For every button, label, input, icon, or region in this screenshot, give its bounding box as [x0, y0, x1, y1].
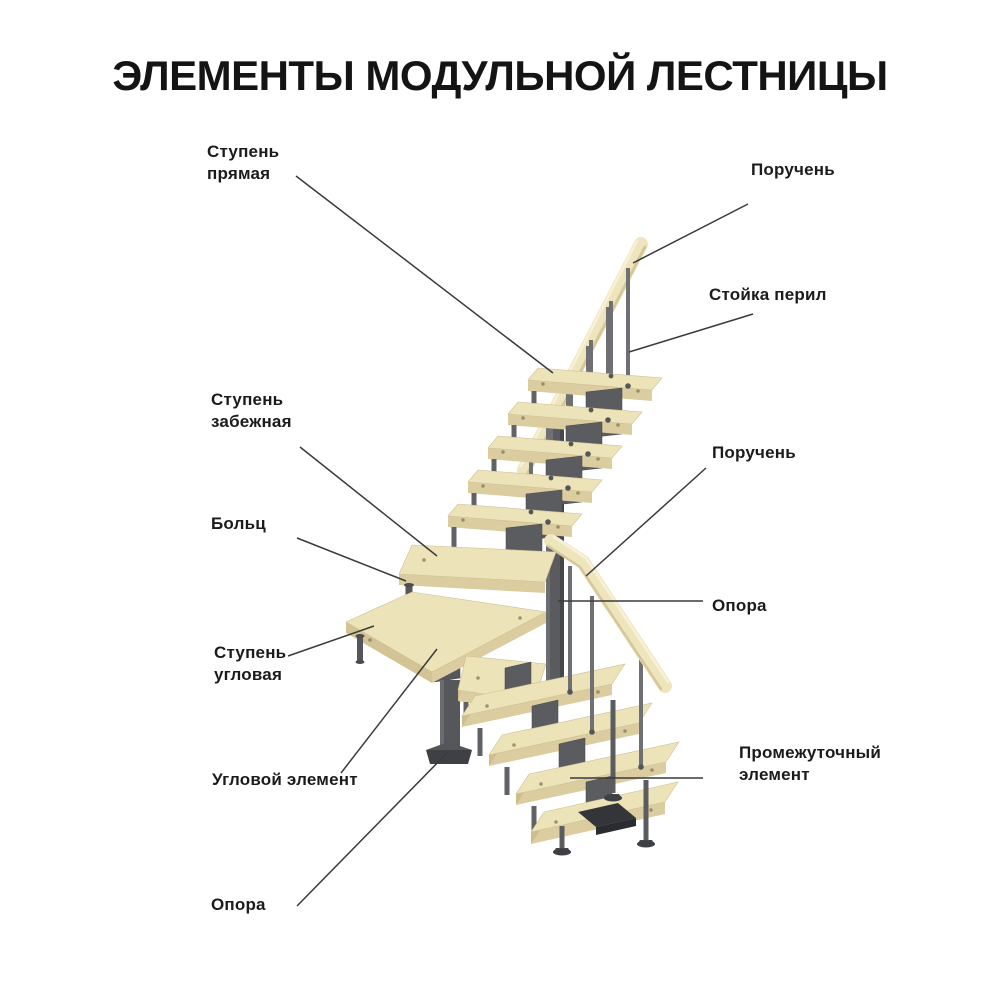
label-stupen-uglovaya: Ступень угловая: [214, 643, 287, 684]
leader-stoyka-peril: [628, 313, 754, 353]
lower-steps: [461, 661, 680, 844]
leader-poruchen-top: [632, 203, 749, 264]
leader-stupen-zabezhnaya: [299, 446, 438, 557]
label-uglovoy-element: Угловой элемент: [212, 770, 358, 789]
label-opora-bottom: Опора: [211, 895, 266, 914]
handrail-lower: [544, 534, 672, 693]
leader-stupen-uglovaya: [287, 625, 375, 657]
railing-balusters-lower: [553, 566, 655, 856]
leader-stupen-pryamaya: [295, 175, 554, 374]
screw-dots: [368, 382, 654, 824]
label-poruchen-top: Поручень: [751, 160, 835, 179]
baluster-flanges: [528, 373, 644, 770]
label-poruchen-right: Поручень: [712, 443, 796, 462]
label-stupen-zabezhnaya: Ступень забежная: [211, 390, 292, 431]
floor-leg: [637, 780, 655, 848]
leader-uglovoy-element: [340, 648, 438, 774]
leader-opora-bottom: [296, 752, 448, 907]
floor-bracket: [578, 803, 636, 835]
label-bolts: Больц: [211, 514, 266, 533]
bolt-connector: [355, 634, 365, 664]
leader-lines: [287, 175, 754, 907]
winder-step: [398, 544, 557, 593]
label-promezhutochnyy-element: Промежуточный элемент: [739, 743, 882, 784]
label-stupen-pryamaya: Ступень прямая: [207, 142, 280, 183]
corner-step: [345, 591, 547, 683]
corner-support-post: [426, 680, 472, 764]
leader-bolts: [296, 537, 407, 582]
label-stoyka-peril: Стойка перил: [709, 285, 827, 304]
floor-leg: [553, 826, 571, 856]
page-title: ЭЛЕМЕНТЫ МОДУЛЬНОЙ ЛЕСТНИЦЫ: [112, 52, 888, 99]
label-opora-right: Опора: [712, 596, 767, 615]
leader-poruchen-right: [585, 467, 707, 577]
